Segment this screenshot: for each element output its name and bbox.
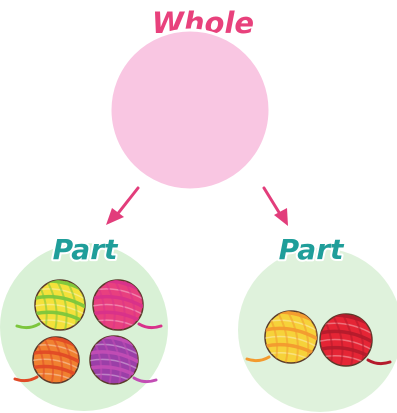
right-part-circle xyxy=(238,248,397,412)
arrow-to-left-part xyxy=(106,188,138,225)
arrow-to-right-part xyxy=(264,188,288,226)
whole-circle xyxy=(110,30,270,190)
right-part-label: Part xyxy=(279,233,345,266)
left-part-label: Part xyxy=(53,233,119,266)
